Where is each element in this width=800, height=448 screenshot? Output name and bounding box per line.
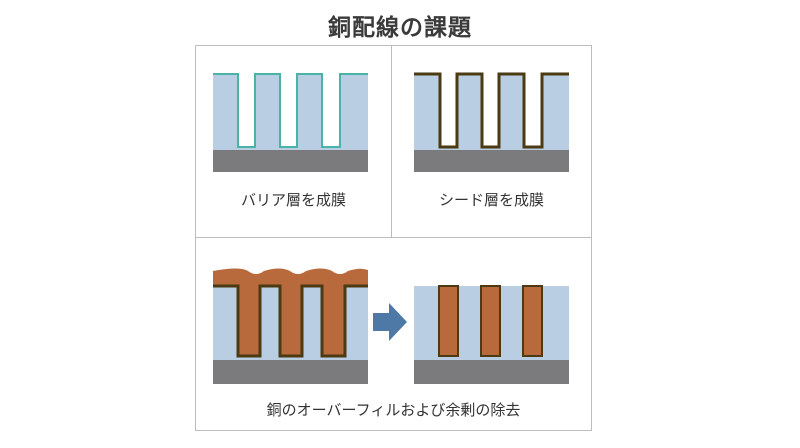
overfill-illustration xyxy=(213,268,368,384)
barrier-panel-illustration xyxy=(213,73,368,172)
copper-line xyxy=(480,285,501,357)
copper-outline xyxy=(213,284,368,358)
copper-line xyxy=(438,285,459,357)
barrier-caption: バリア層を成膜 xyxy=(240,191,346,209)
substrate-layer xyxy=(414,150,569,172)
substrate-layer xyxy=(213,150,368,172)
seed-panel-illustration xyxy=(414,72,569,172)
diagram-frame xyxy=(195,45,592,431)
seed-caption: シード層を成膜 xyxy=(438,191,544,209)
seed-trenches xyxy=(440,74,542,147)
seed-layer-line xyxy=(414,72,569,149)
copper-overfill xyxy=(213,268,368,356)
panel-divider-horizontal xyxy=(195,237,592,238)
substrate-layer xyxy=(414,360,569,384)
diagram-title: 銅配線の課題 xyxy=(328,15,472,41)
barrier-liner-line xyxy=(213,73,368,148)
copper-line xyxy=(522,285,543,357)
substrate-layer xyxy=(213,360,368,384)
panel-divider-vertical xyxy=(391,45,392,237)
barrier-trenches xyxy=(238,74,340,147)
after-removal-illustration xyxy=(414,285,569,384)
right-arrow-icon xyxy=(373,303,407,341)
cmp-caption: 銅のオーバーフィルおよび余剰の除去 xyxy=(266,401,521,419)
